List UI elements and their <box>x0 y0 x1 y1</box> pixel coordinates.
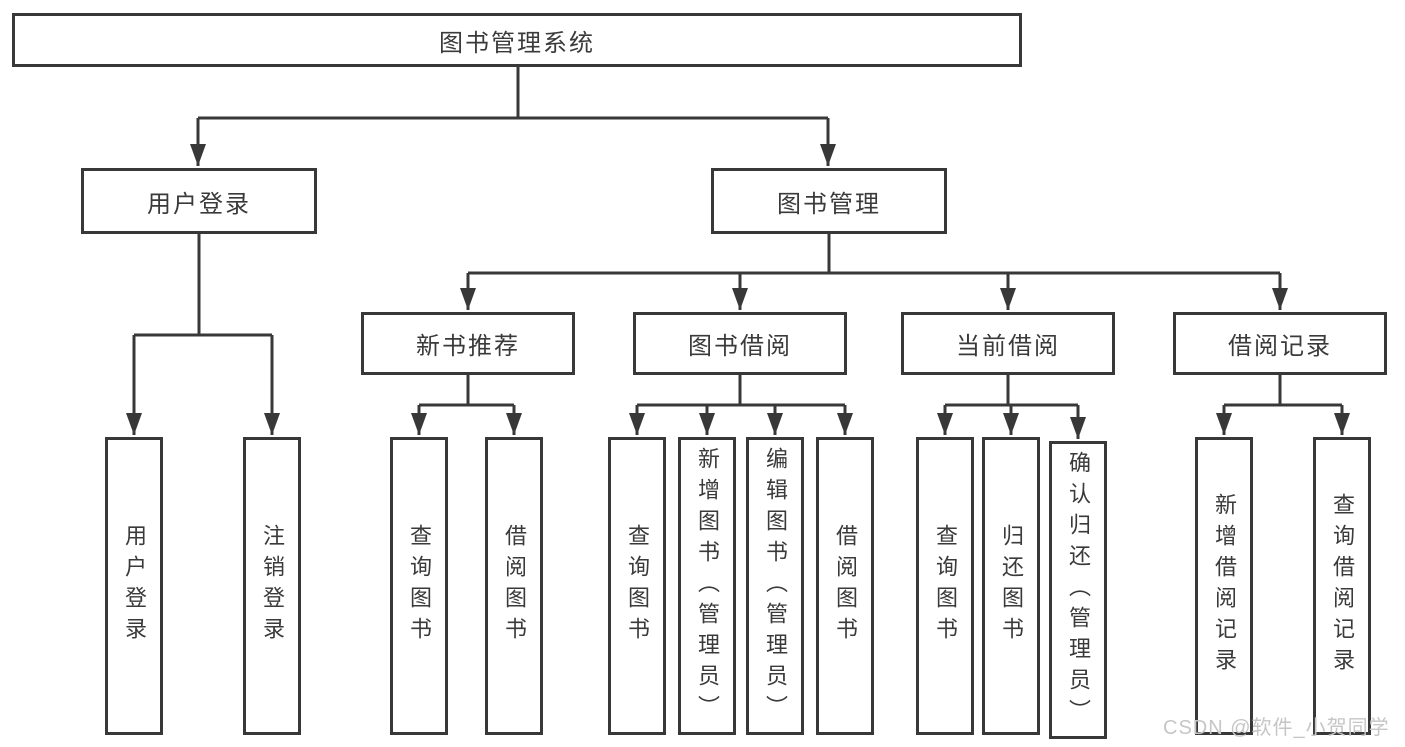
node-new-book-recommend-label: 新书推荐 <box>416 333 520 360</box>
node-user-login-label: 用户登录 <box>147 190 251 218</box>
leaf-br-add-record-label: 新增借阅记录 <box>1212 493 1237 679</box>
leaf-br-query-record: 查询借阅记录 <box>1313 437 1371 735</box>
leaf-cb-confirm-return-admin-label: 确认归还（管理员） <box>1066 450 1091 730</box>
node-borrow-records-label: 借阅记录 <box>1228 333 1332 360</box>
leaf-br-query-record-label: 查询借阅记录 <box>1330 493 1355 679</box>
connector-root-split <box>198 67 828 120</box>
leaf-bb-borrow-books: 借阅图书 <box>816 437 874 735</box>
leaf-nb-query-books: 查询图书 <box>390 437 448 735</box>
leaf-cb-confirm-return-admin: 确认归还（管理员） <box>1049 441 1107 739</box>
node-new-book-recommend: 新书推荐 <box>361 312 575 375</box>
leaf-bb-edit-books-admin-label: 编辑图书（管理员） <box>763 446 788 726</box>
leaf-bb-borrow-books-label: 借阅图书 <box>833 524 858 648</box>
connector-borrow-records-split <box>1224 375 1342 407</box>
leaf-br-add-record: 新增借阅记录 <box>1195 437 1253 735</box>
leaf-nb-query-books-label: 查询图书 <box>407 524 432 648</box>
node-user-login: 用户登录 <box>81 168 317 234</box>
node-book-borrow-label: 图书借阅 <box>688 333 792 360</box>
leaf-bb-edit-books-admin: 编辑图书（管理员） <box>746 437 804 735</box>
leaf-bb-query-books-label: 查询图书 <box>625 524 650 648</box>
node-borrow-records: 借阅记录 <box>1173 312 1387 375</box>
leaf-cb-query-books: 查询图书 <box>916 437 974 735</box>
node-book-borrow: 图书借阅 <box>633 312 847 375</box>
node-root-label: 图书管理系统 <box>439 29 595 57</box>
connector-book-management-split <box>468 234 1280 275</box>
leaf-nb-borrow-books-label: 借阅图书 <box>502 524 527 648</box>
node-book-management-label: 图书管理 <box>777 190 881 218</box>
leaf-bb-query-books: 查询图书 <box>608 437 666 735</box>
node-current-borrow: 当前借阅 <box>901 312 1115 375</box>
node-book-management: 图书管理 <box>711 168 947 234</box>
node-current-borrow-label: 当前借阅 <box>956 333 1060 360</box>
leaf-bb-add-books-admin-label: 新增图书（管理员） <box>695 446 720 726</box>
connector-user-login-split <box>134 234 272 337</box>
leaf-logout: 注销登录 <box>243 437 301 735</box>
leaf-cb-query-books-label: 查询图书 <box>933 524 958 648</box>
connector-new-book-split <box>419 375 514 407</box>
leaf-bb-add-books-admin: 新增图书（管理员） <box>678 437 736 735</box>
node-root: 图书管理系统 <box>12 13 1022 67</box>
csdn-watermark: CSDN @软件_小贺同学 <box>1163 717 1390 739</box>
connector-book-borrow-split <box>637 375 845 407</box>
leaf-logout-label: 注销登录 <box>260 524 285 648</box>
connector-current-borrow-split <box>945 375 1078 407</box>
leaf-user-login-label: 用户登录 <box>122 524 147 648</box>
leaf-cb-return-books: 归还图书 <box>982 437 1040 735</box>
leaf-user-login: 用户登录 <box>105 437 163 735</box>
leaf-nb-borrow-books: 借阅图书 <box>485 437 543 735</box>
leaf-cb-return-books-label: 归还图书 <box>999 524 1024 648</box>
